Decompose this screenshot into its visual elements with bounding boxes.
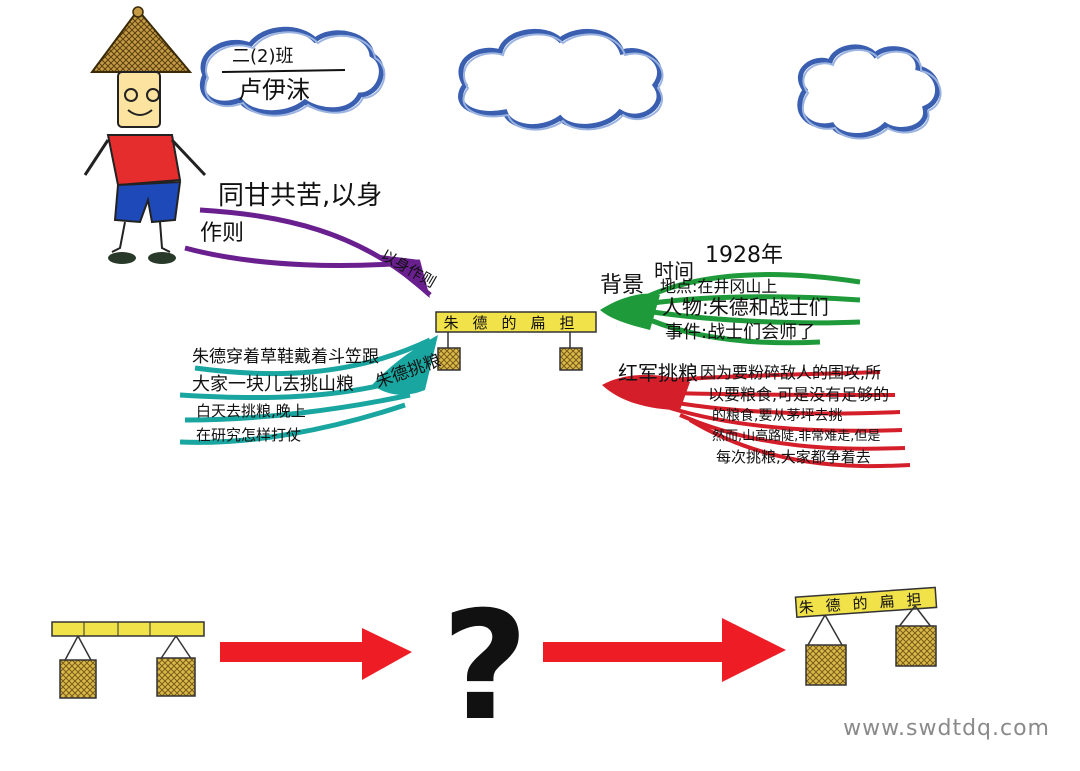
author-name: 卢伊沫 <box>238 76 310 104</box>
watermark: www.swdtdq.com <box>843 716 1050 741</box>
branch-top-left: 同甘共苦,以身 作则 以身作则 <box>184 181 439 298</box>
branch-bottom-right: 红军挑粮 因为要粉碎敌人的围攻,所 以要粮食,可是没有足够的 的粮食,要从茅坪去… <box>602 361 911 469</box>
basket-icon <box>156 657 196 697</box>
branch-bottom-left-line-3: 白天去挑粮,晚上 <box>196 402 306 420</box>
branch-top-right: 背景 时间 1928年 地点:在井冈山上 人物:朱德和战士们 事件:战士们会师了 <box>600 243 861 346</box>
blue-shorts <box>113 180 182 224</box>
branch-bottom-right-label: 红军挑粮 <box>618 361 698 385</box>
branch-bottom-left: 朱德穿着草鞋戴着斗笠跟 大家一块儿去挑山粮 白天去挑粮,晚上 在研究怎样打仗 朱… <box>179 335 444 445</box>
cloud-left <box>200 26 386 117</box>
branch-bottom-right-line-2: 以要粮食,可是没有足够的 <box>708 385 889 404</box>
boy-figure <box>83 6 207 264</box>
straw-hat-icon <box>90 8 193 73</box>
branch-top-left-line-1: 同甘共苦,以身 <box>218 181 382 211</box>
question-mark: ? <box>441 580 528 754</box>
bottom-pole-right: 朱德的扁担 <box>794 586 938 686</box>
time-value: 1928年 <box>705 243 783 268</box>
basket-icon <box>895 625 937 667</box>
branch-top-right-label: 背景 <box>600 273 644 298</box>
branch-bottom-right-line-3: 的粮食,要从茅坪去挑 <box>712 407 842 424</box>
time-label: 时间 <box>654 259 694 283</box>
arrow-right-icon <box>220 628 412 680</box>
branch-top-left-label: 以身作则 <box>378 246 439 292</box>
red-shirt <box>106 134 182 187</box>
face <box>117 71 161 128</box>
bottom-pole-left <box>51 621 205 699</box>
arrow-right-icon <box>543 618 786 682</box>
class-underline <box>221 69 346 73</box>
branch-bottom-right-line-1: 因为要粉碎敌人的围攻,所 <box>700 363 881 382</box>
branch-top-right-line-3: 事件:战士们会师了 <box>665 322 815 343</box>
basket-icon <box>59 659 97 699</box>
branch-top-right-line-1: 地点:在井冈山上 <box>660 277 777 296</box>
center-carrying-pole: 朱德的扁担 <box>435 311 597 371</box>
branch-bottom-right-line-4: 然而,山高路陡,非常难走,但是 <box>712 428 880 444</box>
cloud-right <box>797 44 942 140</box>
class-label: 二(2)班 <box>232 46 294 67</box>
branch-bottom-left-line-4: 在研究怎样打仗 <box>196 426 301 444</box>
basket-icon <box>437 347 461 371</box>
center-title: 朱德的扁担 <box>443 314 588 332</box>
branch-top-left-line-2: 作则 <box>200 221 244 246</box>
branch-top-right-line-2: 人物:朱德和战士们 <box>662 295 829 319</box>
basket-icon <box>559 347 583 371</box>
cloud-middle <box>458 28 664 131</box>
branch-bottom-left-line-2: 大家一块儿去挑山粮 <box>192 374 354 395</box>
basket-icon <box>805 644 847 686</box>
branch-bottom-left-line-1: 朱德穿着草鞋戴着斗笠跟 <box>192 347 379 367</box>
branch-bottom-right-line-5: 每次挑粮,大家都争着去 <box>716 448 871 466</box>
